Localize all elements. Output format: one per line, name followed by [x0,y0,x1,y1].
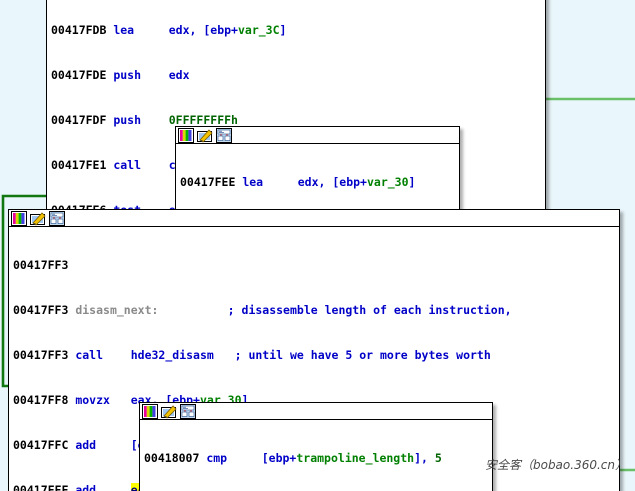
disasm-line[interactable]: 00417FDB lea edx, [ebp+var_3C] [51,23,287,37]
watermark-text: 安全客（bobao.360.cn） [484,458,627,472]
disassembly-listing[interactable]: 00418007 cmp [ebp+trampoline_length], 5 … [140,420,492,491]
node-titlebar[interactable] [140,403,492,420]
node-titlebar[interactable] [176,127,459,144]
graph-layout-icon[interactable] [180,403,196,419]
disasm-line[interactable]: 00417FDE push edx [51,68,190,82]
edit-pencil-icon[interactable] [161,404,177,419]
disasm-line[interactable]: 00417FF3 call hde32_disasm ; until we ha… [13,348,491,362]
color-palette-icon[interactable] [11,210,27,226]
basic-block-check-trampoline-length[interactable]: 00418007 cmp [ebp+trampoline_length], 5 … [139,402,493,491]
disasm-line[interactable]: 00418007 cmp [ebp+trampoline_length], 5 [144,451,442,465]
color-palette-icon[interactable] [178,127,194,143]
graph-layout-icon[interactable] [49,210,65,226]
disasm-line[interactable]: 00417FF3 disasm_next: ; disassemble leng… [13,303,512,317]
disasm-line[interactable]: 00417FF3 [13,258,69,272]
node-titlebar[interactable] [9,210,619,227]
disasm-line[interactable]: 00417FEE lea edx, [ebp+var_30] [180,175,416,189]
edit-pencil-icon[interactable] [197,128,213,143]
edit-pencil-icon[interactable] [30,211,46,226]
disasm-line[interactable]: 00417FDF push 0FFFFFFFFh [51,113,238,127]
color-palette-icon[interactable] [142,403,158,419]
graph-layout-icon[interactable] [216,127,232,143]
